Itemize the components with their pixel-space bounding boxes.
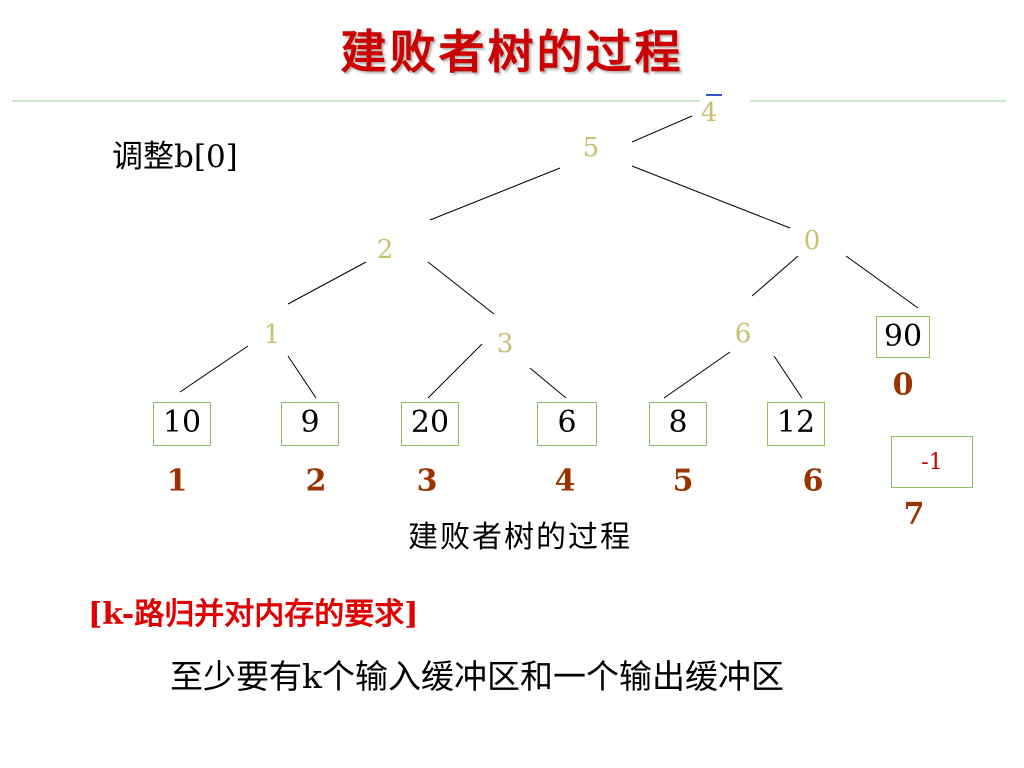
leaf-box-3: 20 bbox=[401, 402, 459, 446]
tree-node-root: 5 bbox=[582, 133, 600, 163]
title-divider-left bbox=[12, 100, 700, 102]
tree-node-left-left: 1 bbox=[263, 320, 281, 350]
edge-6-left bbox=[663, 351, 731, 399]
tree-node-root-top: 4 bbox=[700, 98, 718, 128]
edge-0-right bbox=[845, 255, 919, 309]
leaf-index-6: 6 bbox=[802, 463, 824, 499]
tree-node-right-left: 6 bbox=[734, 319, 752, 349]
leaf-index-0: 0 bbox=[892, 367, 914, 403]
edge-0-left bbox=[751, 255, 799, 297]
page-title: 建败者树的过程 bbox=[340, 25, 684, 79]
tree-node-left-right: 3 bbox=[496, 329, 514, 359]
leaf-box-0: 90 bbox=[876, 316, 930, 358]
leaf-box-6: 12 bbox=[767, 402, 825, 446]
edge-3-left bbox=[427, 343, 483, 399]
edge-root-top bbox=[631, 115, 693, 143]
edge-root-left bbox=[429, 167, 561, 221]
leaf-box-1: 10 bbox=[153, 402, 211, 446]
edge-6-right bbox=[773, 355, 803, 399]
tree-node-left: 2 bbox=[376, 235, 394, 265]
edge-3-right bbox=[529, 367, 567, 399]
leaf-index-1: 1 bbox=[166, 463, 188, 499]
edge-1-left bbox=[179, 345, 249, 393]
title-accent-mark bbox=[706, 94, 722, 96]
leaf-index-3: 3 bbox=[416, 463, 438, 499]
requirement-text: 至少要有k个输入缓冲区和一个输出缓冲区 bbox=[170, 657, 784, 696]
requirement-title: [k-路归并对内存的要求] bbox=[88, 597, 419, 632]
edge-root-right bbox=[631, 165, 791, 229]
leaf-index-2: 2 bbox=[305, 463, 327, 499]
leaf-index-5: 5 bbox=[672, 463, 694, 499]
leaf-box-2: 9 bbox=[281, 402, 339, 446]
leaf-box-4: 6 bbox=[537, 402, 597, 446]
edge-2-right bbox=[427, 261, 495, 315]
subtitle: 调整b[0] bbox=[112, 139, 238, 175]
leaf-index-7: 7 bbox=[903, 496, 925, 532]
leaf-box-7: -1 bbox=[891, 436, 973, 488]
leaf-box-5: 8 bbox=[649, 402, 707, 446]
title-divider-right bbox=[750, 100, 1006, 102]
tree-node-right: 0 bbox=[803, 226, 821, 256]
edge-2-left bbox=[287, 261, 367, 305]
leaf-index-4: 4 bbox=[554, 463, 576, 499]
edge-1-right bbox=[287, 355, 317, 399]
diagram-caption: 建败者树的过程 bbox=[408, 520, 632, 555]
